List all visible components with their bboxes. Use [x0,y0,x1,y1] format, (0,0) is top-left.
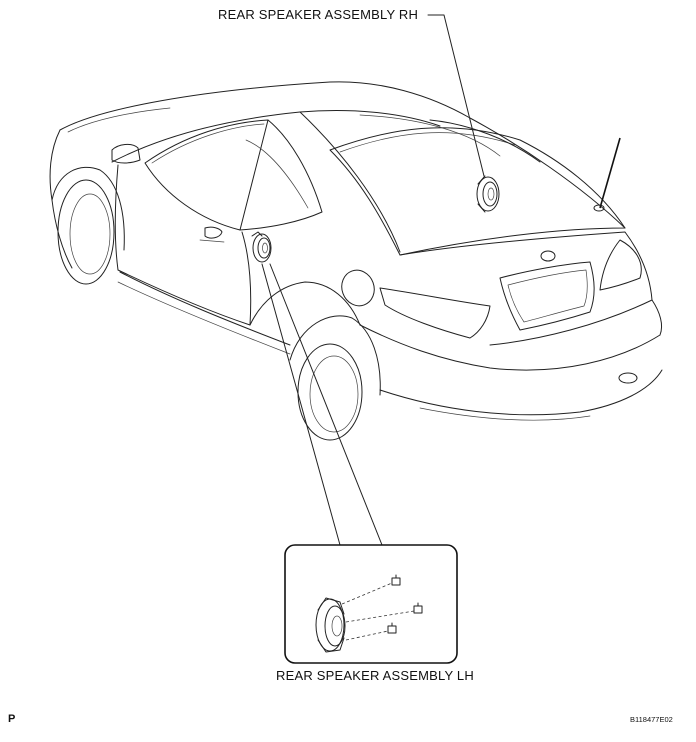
leader-line-rh [427,14,485,177]
bolt-icon [413,602,423,614]
bolt-icon [391,574,401,586]
callout-line-b [269,263,383,546]
inset-detail-box [284,544,458,664]
speaker-rh-on-car [476,175,500,213]
label-rear-speaker-lh: REAR SPEAKER ASSEMBLY LH [276,668,474,683]
speaker-lh-on-car [251,231,272,263]
bolt-icon [387,622,397,634]
page-letter: P [8,713,16,725]
callout-line-a [261,263,341,546]
car-body-outline [49,81,663,441]
label-rear-speaker-rh: REAR SPEAKER ASSEMBLY RH [218,7,419,22]
figure-code: B118477E02 [630,715,673,724]
